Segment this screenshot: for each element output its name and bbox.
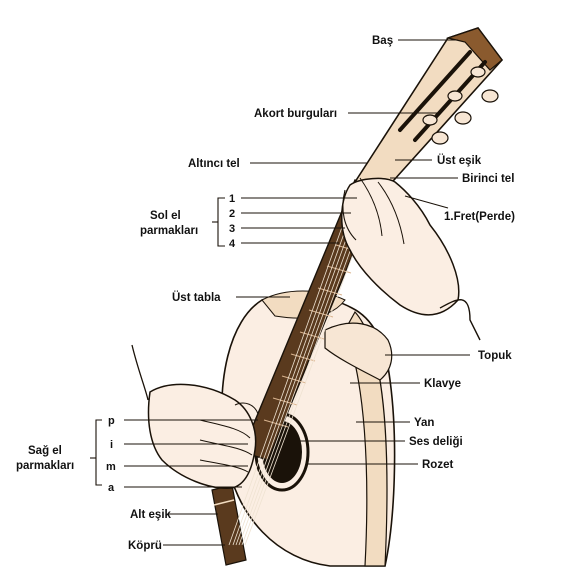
guitar-body xyxy=(221,290,396,567)
label-akort-burgulari: Akort burguları xyxy=(254,108,337,120)
left-finger-3: 3 xyxy=(229,223,235,235)
head xyxy=(353,27,504,192)
tuning-pegs xyxy=(422,66,499,145)
label-altinci-tel: Altıncı tel xyxy=(188,158,240,170)
label-sol-el-line1: Sol el xyxy=(150,210,181,222)
label-topuk: Topuk xyxy=(478,350,512,362)
right-finger-a: a xyxy=(108,482,115,494)
label-fret: 1.Fret(Perde) xyxy=(444,211,515,223)
right-finger-m: m xyxy=(106,461,116,473)
label-sag-el-line1: Sağ el xyxy=(28,445,62,457)
label-ust-tabla: Üst tabla xyxy=(172,291,221,304)
label-rozet: Rozet xyxy=(422,459,453,471)
left-finger-4: 4 xyxy=(229,238,236,250)
right-finger-p: p xyxy=(108,415,115,427)
left-finger-1: 1 xyxy=(229,193,235,205)
label-kopru: Köprü xyxy=(128,540,162,552)
leader-lines xyxy=(90,39,470,546)
saddle xyxy=(213,499,235,506)
label-bas: Baş xyxy=(372,35,393,47)
label-birinci-tel: Birinci tel xyxy=(462,173,514,185)
label-yan: Yan xyxy=(414,417,434,429)
right-finger-i: i xyxy=(110,439,113,451)
label-ses-deligi: Ses deliği xyxy=(409,436,463,448)
label-sag-el-line2: parmakları xyxy=(16,460,74,472)
label-klavye: Klavye xyxy=(424,378,461,390)
label-ust-esik: Üst eşik xyxy=(437,154,482,167)
label-alt-esik: Alt eşik xyxy=(130,509,172,521)
labels: Baş Akort burguları Altıncı tel Üst eşik… xyxy=(16,35,515,552)
left-finger-2: 2 xyxy=(229,208,235,220)
left-hand xyxy=(341,177,481,341)
right-hand xyxy=(131,344,259,489)
label-sol-el-line2: parmakları xyxy=(140,225,198,237)
